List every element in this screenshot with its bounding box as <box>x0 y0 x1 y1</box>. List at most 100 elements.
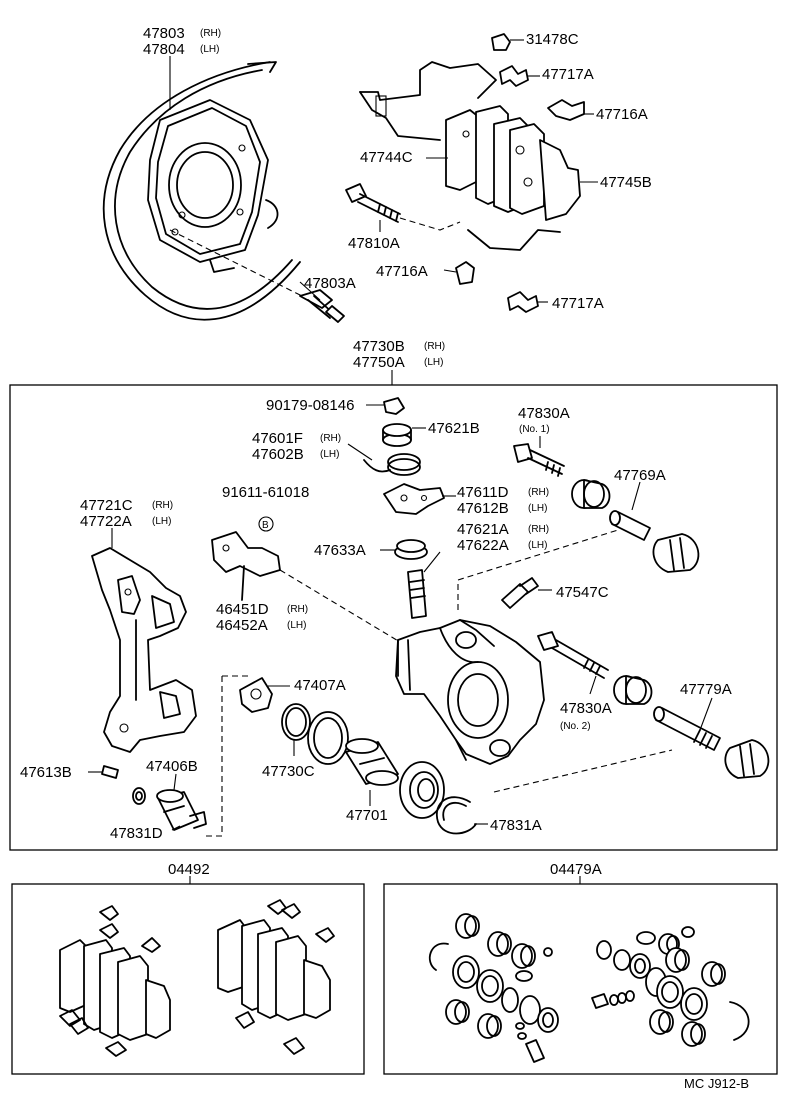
label-04479A: 04479A <box>550 861 602 878</box>
label-47547C: 47547C <box>556 584 609 601</box>
label-47621A: 47621A <box>457 521 509 538</box>
leader-47716A-bot <box>443 269 457 273</box>
label-47721C: 47721C <box>80 497 133 514</box>
label-47830A-2-note: (No. 2) <box>560 721 591 732</box>
spring-47717A-top <box>499 65 529 87</box>
pad-support-bracket-drawing <box>359 61 561 251</box>
label-47803: 47803 <box>143 25 185 42</box>
label-47730B-side: (RH) <box>424 341 445 352</box>
piston-boot <box>399 761 445 819</box>
clip-31478C <box>491 33 511 51</box>
label-47406B: 47406B <box>146 758 198 775</box>
label-46452A: 46452A <box>216 617 268 634</box>
adjuster-47407A <box>239 677 273 713</box>
bleeder-47547C <box>501 577 539 609</box>
leader-47601F <box>347 443 373 461</box>
ring-47730C <box>281 703 311 741</box>
label-47602B-side: (LH) <box>320 449 339 460</box>
b-mark-circle <box>258 516 274 532</box>
label-47779A: 47779A <box>680 681 732 698</box>
label-46451D: 46451D <box>216 601 269 618</box>
torque-plate-47721C <box>91 547 197 753</box>
dash-caliper-upper <box>457 529 619 610</box>
leader-47831D <box>171 825 181 831</box>
sleeve-47779A <box>653 706 770 779</box>
footer-code: MC J912-B <box>684 1076 749 1091</box>
leader-47769A <box>631 481 641 511</box>
label-91611: 91611-61018 <box>222 484 309 501</box>
label-47602B: 47602B <box>252 446 304 463</box>
label-47612B-side: (LH) <box>528 503 547 514</box>
label-47621A-side: (RH) <box>528 524 549 535</box>
snap-ring-47831A <box>435 796 477 835</box>
label-47622A-side: (LH) <box>528 540 547 551</box>
label-47621B: 47621B <box>428 420 480 437</box>
piston-seal <box>307 711 349 765</box>
label-47750A-side: (LH) <box>424 357 443 368</box>
label-04492: 04492 <box>168 861 210 878</box>
nut-90179-08146 <box>383 397 405 415</box>
shim-47716A-top <box>547 99 585 121</box>
label-47622A: 47622A <box>457 537 509 554</box>
label-47803A: 47803A <box>304 275 356 292</box>
boot-upper <box>571 479 611 509</box>
leader-47830A-2 <box>589 675 597 695</box>
b-mark: B <box>262 520 269 531</box>
leader-47803A <box>299 281 321 301</box>
caliper-body <box>395 619 545 765</box>
seal-kit-parts <box>428 913 750 1063</box>
label-47601F-side: (RH) <box>320 433 341 444</box>
pad-kit-left <box>59 905 171 1057</box>
spring-47601F <box>363 453 421 476</box>
label-47804: 47804 <box>143 41 185 58</box>
label-47831D: 47831D <box>110 825 163 842</box>
label-47730B: 47730B <box>353 338 405 355</box>
pad-kit-box <box>11 883 365 1075</box>
leader-47621A <box>423 551 441 573</box>
leader-47406B <box>173 773 177 791</box>
label-47601F: 47601F <box>252 430 303 447</box>
label-47717A-bot: 47717A <box>552 295 604 312</box>
label-47750A: 47750A <box>353 354 405 371</box>
washer-47831D <box>132 787 146 805</box>
pin-bolt-47830A-no2 <box>537 631 609 679</box>
strut-47406B <box>156 789 207 831</box>
label-47612B: 47612B <box>457 500 509 517</box>
label-47716A-top: 47716A <box>596 106 648 123</box>
label-47701: 47701 <box>346 807 388 824</box>
label-47722A-side: (LH) <box>152 516 171 527</box>
label-47717A-top: 47717A <box>542 66 594 83</box>
label-47721C-side: (RH) <box>152 500 173 511</box>
dash-caliper-lower <box>493 749 673 793</box>
label-47611D-side: (RH) <box>528 487 549 498</box>
bracket-46451D <box>211 531 281 601</box>
label-31478C: 31478C <box>526 31 579 48</box>
spring-47717A-bot <box>507 291 539 313</box>
label-47803-side: (RH) <box>200 28 221 39</box>
dust-shield-drawing <box>102 61 301 321</box>
label-47613B: 47613B <box>20 764 72 781</box>
label-47810A: 47810A <box>348 235 400 252</box>
label-47744C: 47744C <box>360 149 413 166</box>
piston-47701 <box>345 738 399 786</box>
boot-lower <box>613 675 653 705</box>
label-47716A-bot: 47716A <box>376 263 428 280</box>
dash-adjuster-box <box>206 675 252 837</box>
label-46451D-side: (RH) <box>287 604 308 615</box>
label-47831A: 47831A <box>490 817 542 834</box>
bolt-47621A <box>407 569 427 619</box>
label-47830A-2: 47830A <box>560 700 612 717</box>
pad-kit-right <box>217 899 335 1055</box>
label-47633A: 47633A <box>314 542 366 559</box>
label-47745B: 47745B <box>600 174 652 191</box>
leader-47779A <box>699 697 713 731</box>
label-47769A: 47769A <box>614 467 666 484</box>
label-90179: 90179-08146 <box>266 397 354 414</box>
shim-47716A-bot <box>455 261 475 285</box>
label-47830A-1: 47830A <box>518 405 570 422</box>
label-47722A: 47722A <box>80 513 132 530</box>
label-47407A: 47407A <box>294 677 346 694</box>
label-47730C: 47730C <box>262 763 315 780</box>
cap-47621B <box>382 423 412 447</box>
